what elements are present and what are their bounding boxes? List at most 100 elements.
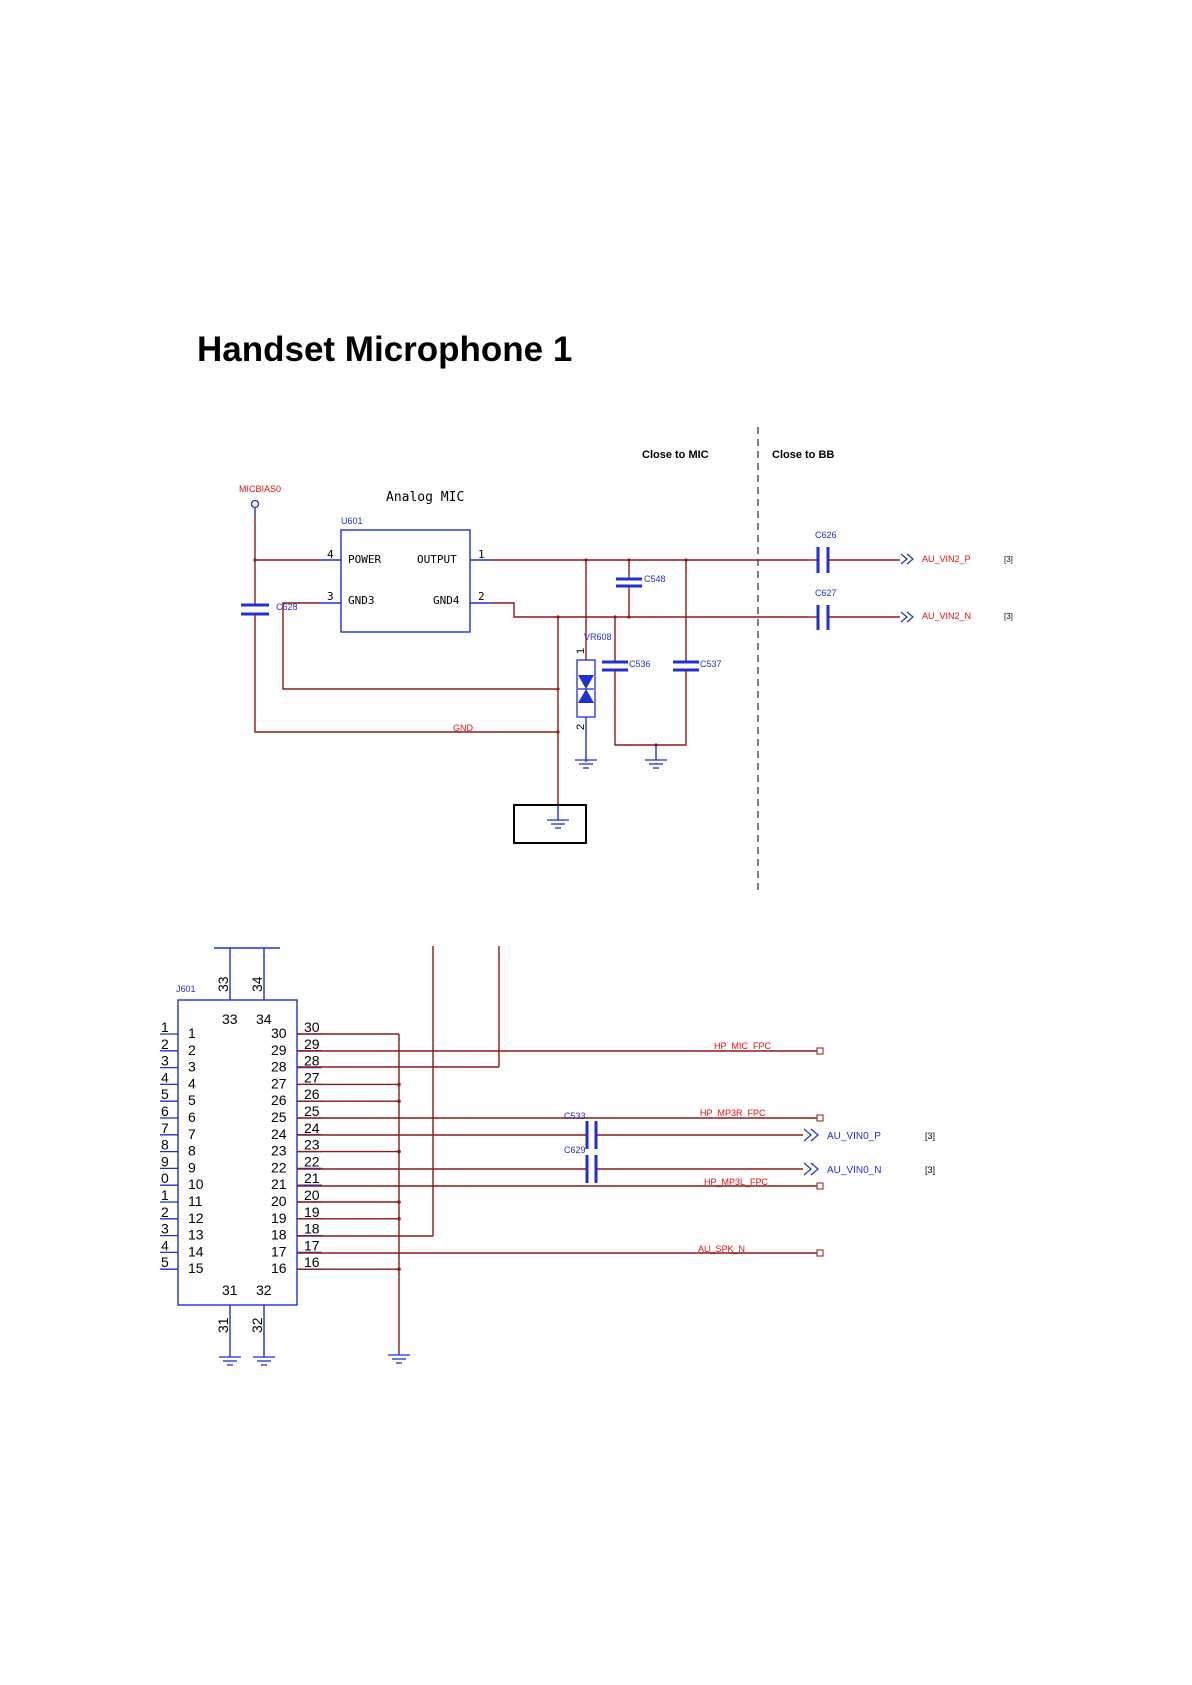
j601-right-pin-label: 21 [271,1176,287,1192]
micbias-terminal [250,499,260,509]
j601-right-pin-label: 20 [271,1193,287,1209]
j601-left-pin-label: 6 [188,1109,196,1125]
j601-right-ext-label: 26 [304,1086,320,1102]
j601-right-ext-label: 18 [304,1221,320,1237]
j601-left-pin-label: 2 [188,1042,196,1058]
j601-right-ext-label: 17 [304,1237,320,1253]
hp-mic-fpc-net: HP_MIC_FPC [714,1041,772,1051]
vr608-label: VR608 [584,632,612,642]
mic-pin-output: OUTPUT [417,553,457,566]
j601-refdes: J601 [176,984,196,994]
j601-left-pin-label: 10 [188,1176,204,1192]
j601-right-ext-label: 21 [304,1170,320,1186]
j601-left-ext-label: 6 [161,1103,169,1119]
j601-right-pin-label: 26 [271,1092,287,1108]
au-vin2-p-ref: [3] [1004,555,1013,564]
j601-left-pin-label: 7 [188,1126,196,1142]
au-vin2-p-net: AU_VIN2_P [922,554,971,564]
mic-pin-gnd3: GND3 [348,594,375,607]
j601-right-pin-label: 24 [271,1126,287,1142]
j601-pin-32: 32 [256,1282,272,1298]
j601-left-ext-label: 3 [161,1053,169,1069]
j601-right-ext-label: 16 [304,1254,320,1270]
analog-mic-u601 [340,529,471,633]
j601-right-ext-label: 23 [304,1137,320,1153]
ground-box [513,804,587,844]
au-vin2-n-net: AU_VIN2_N [922,611,971,621]
au-spk-n-net: AU_SPK_N [698,1244,745,1254]
j601-left-ext-label: 3 [161,1221,169,1237]
j601-right-ext-label: 28 [304,1053,320,1069]
j601-left-pin-label: 11 [188,1193,203,1209]
j601-left-pin-label: 5 [188,1092,196,1108]
au-vin0-p-net: AU_VIN0_P [827,1131,881,1142]
j601-left-ext-label: 7 [161,1120,169,1136]
j601-right-ext-label: 19 [304,1204,320,1220]
hp-mp3r-fpc-net: HP_MP3R_FPC [700,1108,766,1118]
j601-right-ext-label: 24 [304,1120,320,1136]
c627-label: C627 [815,588,837,598]
gnd-net-label: GND [453,723,474,733]
zone-label-mic: Close to MIC [642,449,709,461]
c629-label: C629 [564,1145,586,1155]
j601-right-pin-label: 18 [271,1227,287,1243]
j601-left-pin-label: 14 [188,1243,204,1259]
j601-left-pin-label: 13 [188,1227,204,1243]
mic-pin-num-3: 3 [327,590,334,603]
au-vin0-n-ref: [3] [925,1165,935,1175]
c536-label: C536 [629,659,651,669]
j601-left-pin-label: 3 [188,1059,196,1075]
j601-left-pin-label: 1 [188,1025,196,1041]
j601-left-pin-label: 15 [188,1260,204,1276]
j601-right-pin-label: 25 [271,1109,287,1125]
c626-label: C626 [815,530,837,540]
au-vin0-n-net: AU_VIN0_N [827,1165,881,1176]
mic-part-title: Analog MIC [386,490,464,505]
j601-left-ext-label: 1 [161,1019,169,1035]
j601-left-ext-label: 1 [161,1187,169,1203]
mic-pin-gnd4: GND4 [433,594,460,607]
j601-left-pin-label: 8 [188,1143,196,1159]
j601-right-pin-label: 19 [271,1210,287,1226]
vr608-pin1: 1 [575,648,587,654]
j601-pin-31: 31 [222,1282,238,1298]
j601-pin-34-ext: 34 [249,976,265,992]
mic-pin-num-1: 1 [478,548,485,561]
j601-left-ext-label: 9 [161,1153,169,1169]
mic-pin-num-4: 4 [327,548,334,561]
j601-right-pin-label: 16 [271,1260,287,1276]
j601-right-ext-label: 22 [304,1153,320,1169]
j601-right-pin-label: 30 [271,1025,287,1041]
j601-left-ext-label: 4 [161,1069,169,1085]
j601-left-ext-label: 4 [161,1237,169,1253]
j601-right-pin-label: 29 [271,1042,287,1058]
au-vin2-n-ref: [3] [1004,612,1013,621]
j601-pin-33-ext: 33 [215,976,231,992]
j601-right-pin-label: 28 [271,1059,287,1075]
j601-right-ext-label: 29 [304,1036,320,1052]
j601-left-ext-label: 2 [161,1036,169,1052]
j601-left-ext-label: 8 [161,1137,169,1153]
mic-pin-num-2: 2 [478,590,485,603]
j601-left-ext-label: 5 [161,1254,169,1270]
mic-pin-power: POWER [348,553,381,566]
au-vin0-p-ref: [3] [925,1131,935,1141]
j601-left-pin-label: 12 [188,1210,204,1226]
j601-right-pin-label: 27 [271,1075,287,1091]
j601-left-ext-label: 0 [161,1170,169,1186]
j601-pin-32-ext: 32 [249,1317,265,1333]
connector-j601 [177,999,298,1306]
j601-right-pin-label: 17 [271,1243,287,1259]
zone-label-bb: Close to BB [772,449,834,461]
j601-left-ext-label: 5 [161,1086,169,1102]
page-title: Handset Microphone 1 [197,330,573,369]
j601-pin-31-ext: 31 [215,1317,231,1333]
vr608-pin2: 2 [575,724,587,730]
j601-left-ext-label: 2 [161,1204,169,1220]
micbias-net-label: MICBIAS0 [239,484,281,494]
c548-label: C548 [644,574,666,584]
j601-left-pin-label: 4 [188,1075,196,1091]
c537-label: C537 [700,659,722,669]
